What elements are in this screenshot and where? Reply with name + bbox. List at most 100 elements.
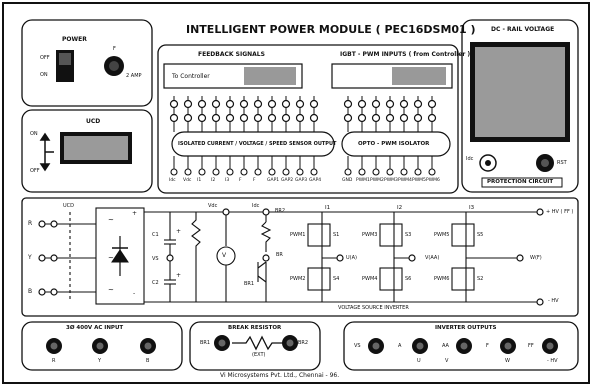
rect-tilde-1: ~ — [108, 216, 114, 224]
igbt-title: IGBT - PWM INPUTS ( from Controller ) — [340, 51, 471, 58]
feedback-pin-label-7: GAP1 — [267, 178, 280, 183]
sensor-output-label: ISOLATED CURRENT / VOLTAGE / SPEED SENSO… — [178, 141, 337, 147]
feedback-pin-0[interactable] — [169, 96, 179, 176]
current-i1: I1 — [325, 205, 331, 211]
brake-socket-2[interactable] — [282, 335, 298, 351]
igbt-pin-5[interactable] — [413, 96, 423, 176]
circuit-terminal-10[interactable] — [536, 208, 544, 216]
igbt-pin-3[interactable] — [385, 96, 395, 176]
brake-socket-1[interactable] — [214, 335, 230, 351]
inverter-box — [343, 321, 579, 371]
circuit-terminal-5[interactable] — [50, 288, 58, 296]
circuit-terminal-6[interactable] — [166, 254, 174, 262]
ac-socket-1[interactable] — [92, 338, 108, 354]
power-box — [21, 19, 153, 107]
bottom-sockets — [46, 335, 558, 354]
feedback-pin-1[interactable] — [183, 96, 193, 176]
igbt-pin-0[interactable] — [343, 96, 353, 176]
circuit-terminal-0[interactable] — [38, 220, 46, 228]
ac-socket-2[interactable] — [140, 338, 156, 354]
pwm5-label: PWM5 — [434, 232, 450, 238]
igbt-pin-4[interactable] — [399, 96, 409, 176]
circuit-terminal-1[interactable] — [50, 220, 58, 228]
inverter-title: INVERTER OUTPUTS — [435, 325, 497, 331]
feedback-pin-6[interactable] — [253, 96, 263, 176]
v-output-label: V(AA) — [425, 255, 440, 261]
rect-plus: + — [132, 210, 138, 217]
circuit-terminals — [38, 208, 544, 306]
ac-socket-0[interactable] — [46, 338, 62, 354]
s1-label: S1 — [333, 232, 340, 238]
inverter-socket-1[interactable] — [412, 338, 428, 354]
circuit-terminal-13[interactable] — [408, 254, 416, 262]
igbt-pin-label-0: GND — [342, 178, 353, 183]
s3-label: S3 — [405, 232, 412, 238]
brake-br1-label: BR1 — [200, 340, 211, 346]
feedback-pin-4[interactable] — [225, 96, 235, 176]
pwm2-label: PWM2 — [290, 276, 306, 282]
igbt-pin-label-2: PWM2 — [370, 178, 384, 183]
br2-top-label: BR2 — [275, 208, 286, 214]
br-label: BR — [276, 252, 283, 258]
circuit-terminal-14[interactable] — [516, 254, 524, 262]
feedback-pin-8[interactable] — [281, 96, 291, 176]
igbt-pin-1[interactable] — [357, 96, 367, 176]
feedback-pin-label-6: F — [253, 178, 256, 183]
opto-label: OPTO - PWM ISOLATOR — [358, 141, 430, 147]
rect-minus: - — [133, 290, 136, 297]
circuit-terminal-4[interactable] — [38, 288, 46, 296]
inverter-socket-0[interactable] — [368, 338, 384, 354]
circuit-terminal-11[interactable] — [536, 298, 544, 306]
feedback-pins — [169, 96, 319, 176]
circuit-terminal-7[interactable] — [222, 208, 230, 216]
inverter-socket-2[interactable] — [456, 338, 472, 354]
dc-rail-box — [461, 19, 579, 193]
feedback-pin-7[interactable] — [267, 96, 277, 176]
footer-label: Vi Microsystems Pvt. Ltd., Chennai - 96. — [220, 372, 340, 379]
module-title: INTELLIGENT POWER MODULE ( PEC16DSM01 ) — [186, 23, 476, 36]
feedback-pin-2[interactable] — [197, 96, 207, 176]
brake-box — [189, 321, 321, 371]
ucd-label: UCD — [86, 118, 101, 125]
current-i2: I2 — [397, 205, 403, 211]
phase-b-label: B — [28, 288, 33, 295]
feedback-pin-9[interactable] — [295, 96, 305, 176]
current-i3: I3 — [469, 205, 475, 211]
inverter-socket-4[interactable] — [542, 338, 558, 354]
vdc-label: Vdc — [208, 203, 218, 209]
pwm6-label: PWM6 — [434, 276, 450, 282]
idc-circuit-label: Idc — [252, 203, 260, 209]
feedback-pin-label-5: F — [239, 178, 242, 183]
circuit-terminal-9[interactable] — [262, 254, 270, 262]
igbt-pin-6[interactable] — [427, 96, 437, 176]
c2-label: C2 — [152, 280, 159, 286]
feedback-pin-5[interactable] — [239, 96, 249, 176]
feedback-pin-3[interactable] — [211, 96, 221, 176]
inverter-socket-3[interactable] — [500, 338, 516, 354]
circuit-terminal-3[interactable] — [50, 254, 58, 262]
feedback-pin-label-4: I3 — [225, 178, 230, 183]
phase-y-label: Y — [28, 254, 32, 261]
feedback-box — [157, 44, 459, 194]
s5-label: S5 — [477, 232, 484, 238]
ac-input-box — [21, 321, 183, 371]
circuit-terminal-12[interactable] — [336, 254, 344, 262]
fuse-rating: 2 AMP — [126, 73, 142, 79]
pwm4-label: PWM4 — [362, 276, 378, 282]
feedback-pin-label-0: Idc — [169, 178, 176, 183]
igbt-pin-2[interactable] — [371, 96, 381, 176]
circuit-terminal-8[interactable] — [262, 208, 270, 216]
rect-tilde-2: ~ — [108, 254, 114, 262]
igbt-pin-label-1: PWM1 — [356, 178, 370, 183]
feedback-pin-10[interactable] — [309, 96, 319, 176]
idc-label: Idc — [466, 156, 474, 162]
br1-label: BR1 — [244, 281, 255, 287]
ac-label-1: Y — [98, 358, 102, 364]
inverter-bottom-label-4: - HV — [547, 358, 558, 364]
ac-label-0: R — [52, 358, 56, 364]
circuit-terminal-2[interactable] — [38, 254, 46, 262]
feedback-pin-label-2: I1 — [197, 178, 202, 183]
feedback-pin-label-10: GAP4 — [309, 178, 322, 183]
dc-rail-title: DC - RAIL VOLTAGE — [491, 26, 555, 33]
igbt-pin-label-3: PWM3 — [384, 178, 398, 183]
